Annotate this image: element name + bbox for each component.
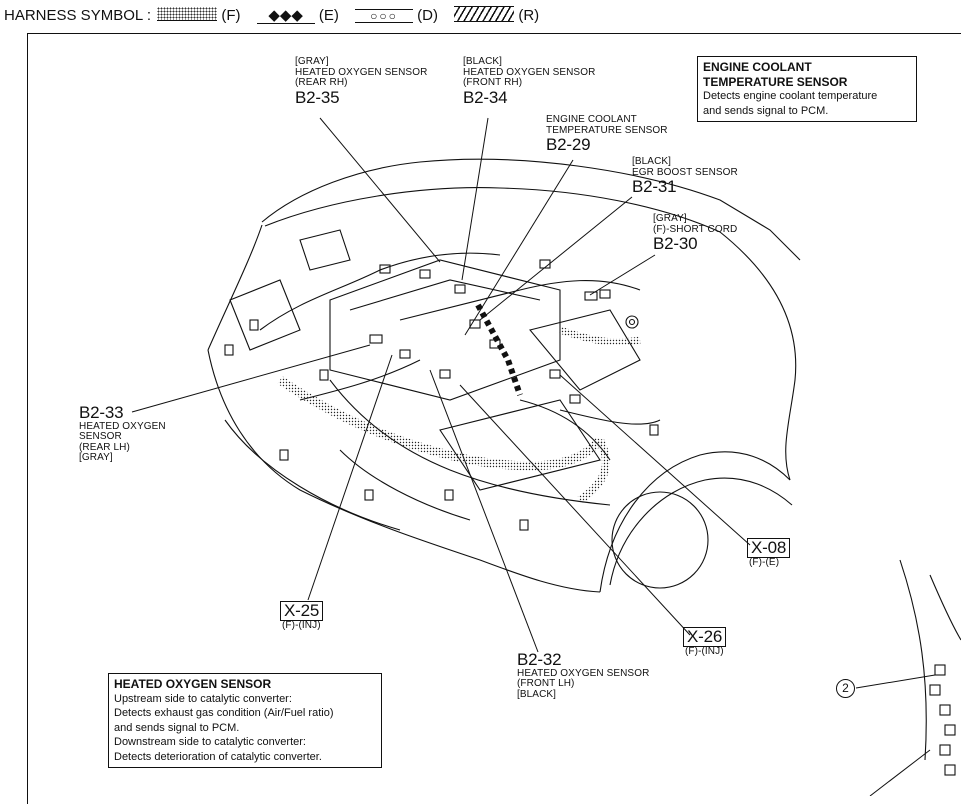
leader-b2-31	[479, 196, 633, 321]
b2-35-position: (REAR RH)	[295, 77, 348, 88]
b2-29-name-1: ENGINE COOLANT	[546, 114, 637, 125]
b2-33-name-1: HEATED OXYGEN	[79, 420, 166, 432]
legend-hatched-symbol	[454, 6, 515, 22]
legend-title: HARNESS SYMBOL :	[4, 7, 151, 24]
b2-31-name: EGR BOOST SENSOR	[632, 166, 738, 178]
b2-32-code: B2-32	[517, 650, 562, 669]
b2-32-color: [BLACK]	[517, 688, 557, 700]
b2-32-position: (FRONT LH)	[517, 678, 575, 690]
callout-b2-33: B2-33 HEATED OXYGEN SENSOR (REAR LH) [GR…	[79, 404, 166, 464]
b2-34-position: (FRONT RH)	[463, 77, 523, 88]
callout-x-25: X-25 (F)-(INJ)	[280, 601, 324, 631]
harness-legend: HARNESS SYMBOL : (F) ◆◆◆ (E) ○○○ (D) (R)	[4, 6, 539, 24]
b2-35-color: [GRAY]	[295, 56, 329, 67]
b2-29-name-2: TEMPERATURE SENSOR	[546, 124, 668, 136]
callout-b2-32: B2-32 HEATED OXYGEN SENSOR (FRONT LH) [B…	[517, 651, 649, 700]
leader-b2-34	[461, 117, 489, 281]
info-ho2s-line-2: Detects exhaust gas condition (Air/Fuel …	[114, 707, 334, 719]
b2-30-color: [GRAY]	[653, 213, 687, 224]
leader-ref-2	[855, 674, 936, 689]
reference-circle-2-label: 2	[842, 681, 849, 695]
info-box-heated-oxygen-sensor: HEATED OXYGEN SENSOR Upstream side to ca…	[108, 673, 382, 768]
info-box-engine-coolant: ENGINE COOLANT TEMPERATURE SENSOR Detect…	[697, 56, 917, 122]
leader-x-25	[307, 354, 393, 601]
b2-33-code: B2-33	[79, 403, 124, 422]
x-08-code: X-08	[747, 538, 791, 558]
b2-31-code: B2-31	[632, 177, 677, 196]
legend-diamond-symbol: ◆◆◆	[256, 8, 315, 24]
callout-b2-29: ENGINE COOLANT TEMPERATURE SENSOR B2-29	[546, 114, 668, 154]
info-ho2s-line-3: and sends signal to PCM.	[114, 721, 240, 734]
info-ect-line-2: and sends signal to PCM.	[703, 104, 829, 117]
b2-33-name-2: SENSOR	[79, 431, 122, 443]
callout-b2-35: [GRAY] HEATED OXYGEN SENSOR (REAR RH) B2…	[295, 56, 428, 107]
callout-b2-34: [BLACK] HEATED OXYGEN SENSOR (FRONT RH) …	[463, 56, 596, 107]
leader-b2-32	[429, 369, 539, 653]
info-ho2s-line-5: Detects deterioration of catalytic conve…	[114, 750, 322, 763]
callout-x-26: X-26 (F)-(INJ)	[683, 627, 727, 657]
x-08-sub: (F)-(E)	[749, 556, 780, 568]
info-ect-title-2: TEMPERATURE SENSOR	[703, 74, 848, 89]
b2-33-position: (REAR LH)	[79, 441, 130, 453]
b2-30-code: B2-30	[653, 234, 698, 253]
b2-33-color: [GRAY]	[79, 452, 113, 464]
info-ect-line-1: Detects engine coolant temperature	[703, 90, 878, 102]
legend-code-e: (E)	[318, 7, 339, 24]
b2-32-name: HEATED OXYGEN SENSOR	[517, 667, 650, 679]
reference-circle-2: 2	[836, 679, 855, 698]
legend-dotted-symbol	[157, 7, 218, 21]
leader-x-26	[459, 384, 691, 636]
leader-b2-35	[319, 117, 441, 263]
legend-code-f: (F)	[221, 7, 241, 24]
x-25-code: X-25	[280, 601, 324, 621]
callout-b2-31: [BLACK] EGR BOOST SENSOR B2-31	[632, 156, 738, 196]
b2-34-color: [BLACK]	[463, 56, 503, 67]
legend-code-r: (R)	[518, 7, 540, 24]
leader-b2-29	[464, 159, 574, 336]
b2-34-code: B2-34	[463, 87, 508, 107]
x-26-code: X-26	[683, 627, 727, 647]
diagram-frame	[27, 33, 961, 804]
legend-code-d: (D)	[417, 7, 438, 24]
legend-circle-symbol: ○○○	[355, 9, 413, 23]
x-26-sub: (F)-(INJ)	[685, 645, 724, 657]
b2-30-name: (F)-SHORT CORD	[653, 223, 738, 235]
info-ho2s-title: HEATED OXYGEN SENSOR	[114, 677, 272, 691]
callout-x-08: X-08 (F)-(E)	[747, 538, 791, 568]
info-ho2s-line-1: Upstream side to catalytic converter:	[114, 692, 292, 705]
leader-b2-33	[131, 344, 371, 413]
b2-29-code: B2-29	[546, 135, 591, 154]
b2-35-name: HEATED OXYGEN SENSOR	[295, 66, 428, 78]
x-25-sub: (F)-(INJ)	[282, 619, 321, 631]
info-ho2s-line-4: Downstream side to catalytic converter:	[114, 736, 306, 748]
leader-x-08	[559, 374, 751, 546]
info-ect-title-1: ENGINE COOLANT	[703, 60, 812, 74]
callout-b2-30: [GRAY] (F)-SHORT CORD B2-30	[653, 213, 738, 253]
b2-34-name: HEATED OXYGEN SENSOR	[463, 66, 596, 78]
b2-35-code: B2-35	[295, 87, 340, 107]
b2-31-color: [BLACK]	[632, 156, 672, 167]
leader-b2-30	[589, 254, 656, 296]
